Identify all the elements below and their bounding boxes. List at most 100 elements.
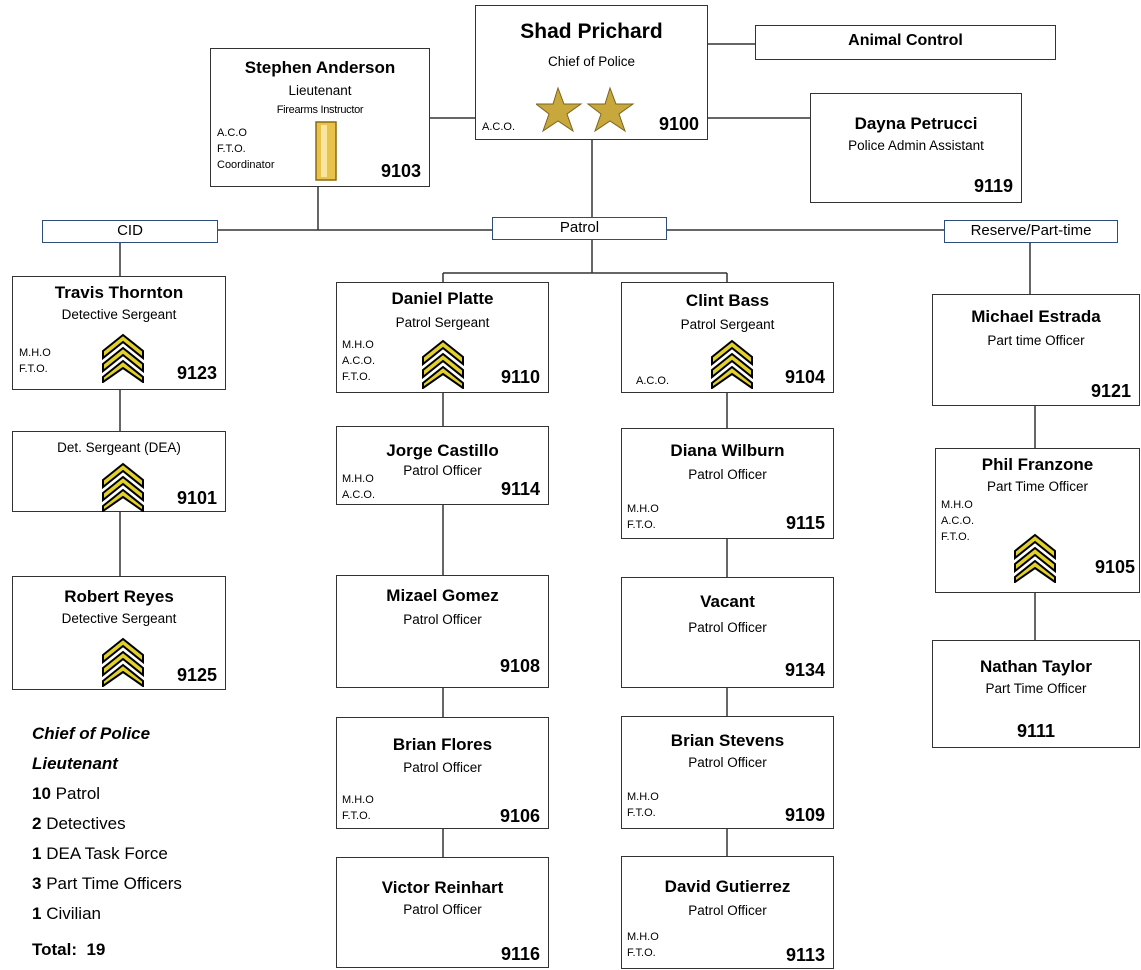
officer-name: Brian Flores (392, 735, 493, 754)
officer-badge: 9104 (784, 367, 825, 387)
officer-qual: M.H.O (342, 339, 374, 351)
officer-name: Nathan Taylor (979, 657, 1093, 676)
admin-title: Police Admin Assistant (848, 138, 984, 153)
officer-qual: A.C.O. (342, 489, 376, 501)
officer-badge: 9123 (176, 363, 217, 383)
summary-count: 2 (32, 814, 42, 833)
summary-row: 10 Patrol (32, 779, 182, 809)
officer-qual: F.T.O. (342, 810, 371, 822)
officer-box: Brian Flores Patrol Officer M.H.O F.T.O.… (336, 717, 549, 829)
officer-box: Robert Reyes Detective Sergeant 9125 (12, 576, 226, 690)
officer-badge: 9110 (500, 367, 540, 387)
officer-box: David Gutierrez Patrol Officer M.H.O F.T… (621, 856, 834, 969)
summary-count: 1 (32, 904, 42, 923)
officer-title: Patrol Officer (403, 760, 482, 775)
officer-box: Det. Sergeant (DEA) 9101 (12, 431, 226, 512)
officer-qual: M.H.O (627, 931, 659, 943)
officer-title: Part Time Officer (985, 681, 1087, 696)
officer-qual: F.T.O. (19, 363, 48, 375)
animal-control-box: Animal Control (755, 25, 1056, 60)
officer-box: Vacant Patrol Officer 9134 (621, 577, 834, 688)
officer-badge: 9115 (785, 513, 825, 533)
officer-name: Diana Wilburn (670, 441, 785, 460)
officer-title: Patrol Officer (403, 463, 482, 478)
officer-title: Patrol Officer (688, 755, 767, 770)
officer-qual: A.C.O. (941, 515, 975, 527)
officer-box: Jorge Castillo Patrol Officer M.H.O A.C.… (336, 426, 549, 505)
admin-badge: 9119 (973, 176, 1013, 196)
summary-total: Total: 19 (32, 935, 182, 965)
officer-box: Travis Thornton Detective Sergeant M.H.O… (12, 276, 226, 390)
officer-title: Detective Sergeant (61, 307, 177, 322)
officer-badge: 9134 (784, 660, 825, 680)
officer-box: Victor Reinhart Patrol Officer 9116 (336, 857, 549, 968)
sergeant-chevron-icon (1014, 533, 1056, 583)
division-patrol: Patrol (492, 217, 667, 240)
lieutenant-qual: A.C.O (217, 127, 247, 139)
summary-row: 1 DEA Task Force (32, 839, 182, 869)
officer-badge: 9114 (500, 479, 540, 499)
admin-box: Dayna Petrucci Police Admin Assistant 91… (810, 93, 1022, 203)
officer-qual: F.T.O. (627, 807, 656, 819)
summary-label: Patrol (55, 784, 101, 803)
officer-title: Part Time Officer (986, 479, 1089, 494)
summary-line: Chief of Police (32, 724, 151, 743)
officer-name: Jorge Castillo (386, 441, 499, 460)
chief-name: Shad Prichard (520, 20, 663, 43)
officer-badge: 9121 (1090, 381, 1131, 401)
officer-title: Patrol Officer (688, 903, 767, 918)
officer-box: Daniel Platte Patrol Sergeant M.H.O A.C.… (336, 282, 549, 393)
sergeant-chevron-icon (102, 462, 144, 512)
officer-name: Travis Thornton (54, 283, 184, 302)
officer-qual: A.C.O. (636, 375, 670, 387)
summary-label: DEA Task Force (46, 844, 168, 863)
officer-badge: 9109 (784, 805, 825, 825)
lieutenant-subtitle: Firearms Instructor (276, 104, 364, 116)
summary-label: Civilian (46, 904, 101, 923)
lieutenant-badge: 9103 (380, 161, 421, 181)
officer-title: Detective Sergeant (61, 611, 177, 626)
officer-name: Daniel Platte (391, 289, 494, 308)
sergeant-chevron-icon (422, 339, 464, 389)
officer-qual: F.T.O. (941, 531, 970, 543)
summary-row: 2 Detectives (32, 809, 182, 839)
lieutenant-qual: Coordinator (217, 159, 275, 171)
summary-label: Detectives (46, 814, 126, 833)
lieutenant-bar-icon (315, 121, 337, 181)
lieutenant-name: Stephen Anderson (244, 58, 396, 77)
officer-qual: M.H.O (627, 791, 659, 803)
officer-badge: 9106 (499, 806, 540, 826)
officer-title: Patrol Officer (403, 612, 482, 627)
officer-qual: M.H.O (342, 473, 374, 485)
officer-title: Patrol Officer (403, 902, 482, 917)
admin-name: Dayna Petrucci (854, 114, 978, 133)
division-cid: CID (42, 220, 218, 243)
officer-title: Patrol Sergeant (680, 317, 775, 332)
summary-line: Lieutenant (32, 754, 118, 773)
staff-summary: Chief of Police Lieutenant 10 Patrol 2 D… (32, 719, 182, 965)
officer-box: Diana Wilburn Patrol Officer M.H.O F.T.O… (621, 428, 834, 539)
officer-qual: A.C.O. (342, 355, 376, 367)
lieutenant-qual: F.T.O. (217, 143, 246, 155)
officer-name: Clint Bass (685, 291, 770, 310)
division-reserve: Reserve/Part-time (944, 220, 1118, 243)
officer-box: Brian Stevens Patrol Officer M.H.O F.T.O… (621, 716, 834, 829)
officer-name: Brian Stevens (670, 731, 785, 750)
officer-qual: M.H.O (627, 503, 659, 515)
summary-total-label: Total: (32, 940, 78, 959)
officer-badge: 9108 (499, 656, 540, 676)
summary-count: 3 (32, 874, 42, 893)
officer-title: Patrol Officer (688, 467, 767, 482)
officer-title: Det. Sergeant (DEA) (57, 440, 181, 455)
officer-box: Michael Estrada Part time Officer 9121 (932, 294, 1140, 406)
officer-qual: M.H.O (19, 347, 51, 359)
officer-box: Nathan Taylor Part Time Officer 9111 (932, 640, 1140, 748)
sergeant-chevron-icon (102, 637, 144, 687)
officer-badge: 9125 (176, 665, 217, 685)
officer-name: Robert Reyes (64, 587, 174, 606)
officer-qual: F.T.O. (342, 371, 371, 383)
officer-title: Part time Officer (987, 333, 1085, 348)
summary-count: 1 (32, 844, 42, 863)
chief-qual: A.C.O. (482, 121, 516, 133)
officer-box: Phil Franzone Part Time Officer M.H.O A.… (935, 448, 1140, 593)
